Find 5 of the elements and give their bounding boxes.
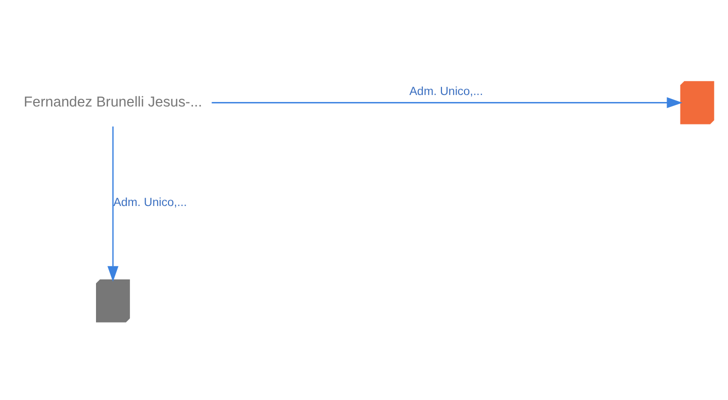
node-text: Fernandez Brunelli Jesus-... <box>24 94 202 110</box>
arrow <box>107 126 118 282</box>
edge-label: Adm. Unico,... <box>409 84 483 98</box>
edge-label: Adm. Unico,... <box>113 195 187 208</box>
arrow <box>212 96 682 108</box>
